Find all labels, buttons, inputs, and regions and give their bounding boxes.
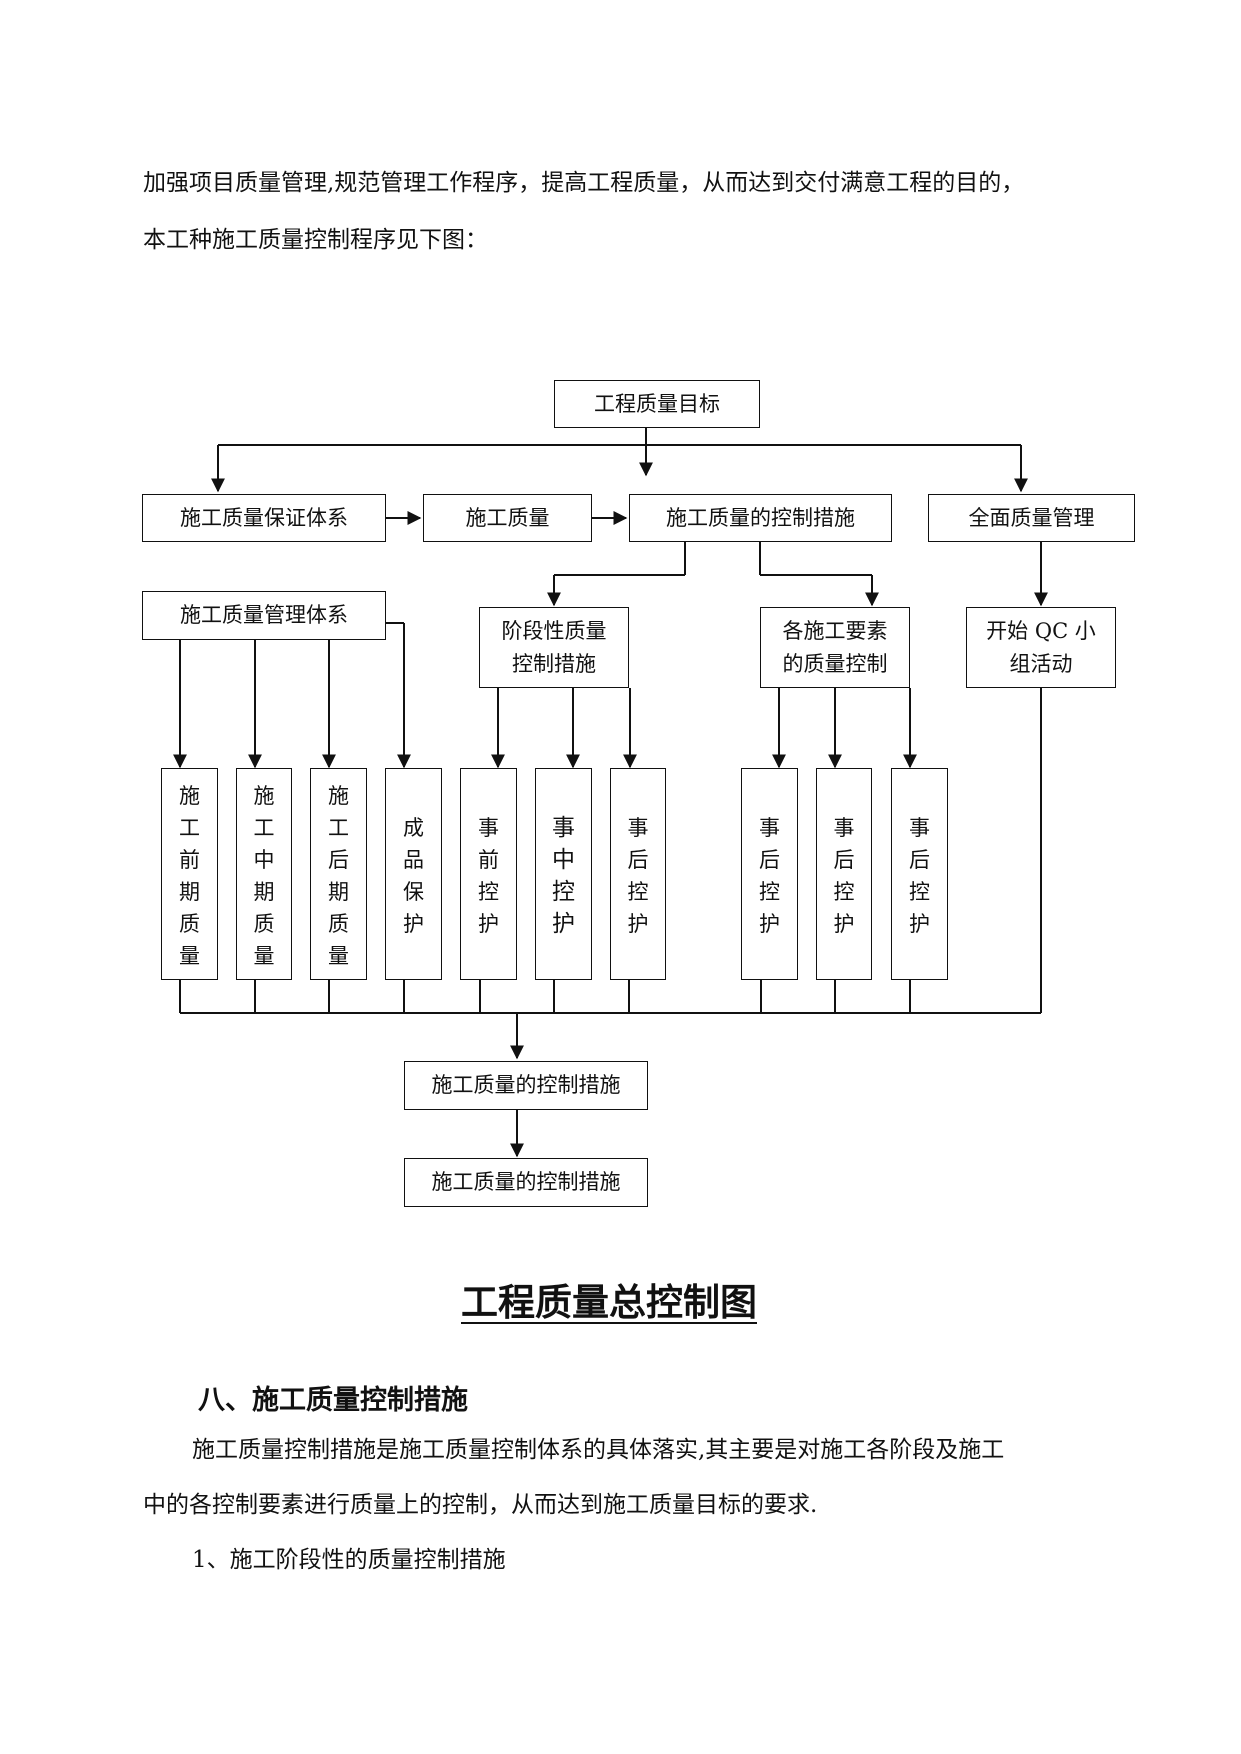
column-8-post-control: 事后控护 — [741, 768, 798, 980]
control-measures-box: 施工质量的控制措施 — [629, 494, 892, 542]
intro-line-1: 加强项目质量管理,规范管理工作程序，提高工程质量，从而达到交付满意工程的目的， — [143, 170, 1025, 196]
stage-measures-box: 阶段性质量 控制措施 — [479, 607, 629, 688]
intro-line-2: 本工种施工质量控制程序见下图： — [143, 227, 488, 253]
figure-title: 工程质量总控制图 — [461, 1281, 757, 1324]
column-4-product-protection: 成品保护 — [385, 768, 442, 980]
bottom-control-measures-box-2: 施工质量的控制措施 — [404, 1158, 648, 1207]
qc-group-line-2: 组活动 — [1009, 651, 1073, 676]
list-item-1: 1、施工阶段性的质量控制措施 — [192, 1547, 506, 1573]
stage-measures-line-2: 控制措施 — [512, 651, 596, 676]
stage-measures-line-1: 阶段性质量 — [501, 618, 607, 643]
column-10-post-control: 事后控护 — [891, 768, 948, 980]
mgmt-system-box: 施工质量管理体系 — [142, 591, 386, 640]
column-7-post-control: 事后控护 — [610, 768, 666, 980]
qc-group-line-1: 开始 QC 小 — [986, 618, 1096, 643]
construction-quality-box: 施工质量 — [423, 494, 592, 542]
section-paragraph-line-2: 中的各控制要素进行质量上的控制，从而达到施工质量目标的要求. — [143, 1492, 818, 1518]
element-control-line-2: 的质量控制 — [782, 651, 888, 676]
column-2-mid-construction-quality: 施工中期质量 — [236, 768, 292, 980]
bottom-control-measures-box-1: 施工质量的控制措施 — [404, 1061, 648, 1110]
section-paragraph-line-1: 施工质量控制措施是施工质量控制体系的具体落实,其主要是对施工各阶段及施工 — [192, 1437, 1005, 1463]
column-1-pre-construction-quality: 施工前期质量 — [161, 768, 218, 980]
element-control-line-1: 各施工要素 — [782, 618, 888, 643]
total-quality-mgmt-box: 全面质量管理 — [928, 494, 1135, 542]
column-5-pre-control: 事前控护 — [460, 768, 517, 980]
column-6-mid-control: 事中控护 — [535, 768, 592, 980]
goal-box: 工程质量目标 — [554, 380, 760, 428]
assurance-system-box: 施工质量保证体系 — [142, 494, 386, 542]
qc-group-box: 开始 QC 小 组活动 — [966, 607, 1116, 688]
column-9-post-control: 事后控护 — [816, 768, 872, 980]
element-control-box: 各施工要素 的质量控制 — [760, 607, 910, 688]
section-heading: 八、施工质量控制措施 — [198, 1385, 468, 1416]
column-3-post-construction-quality: 施工后期质量 — [310, 768, 367, 980]
